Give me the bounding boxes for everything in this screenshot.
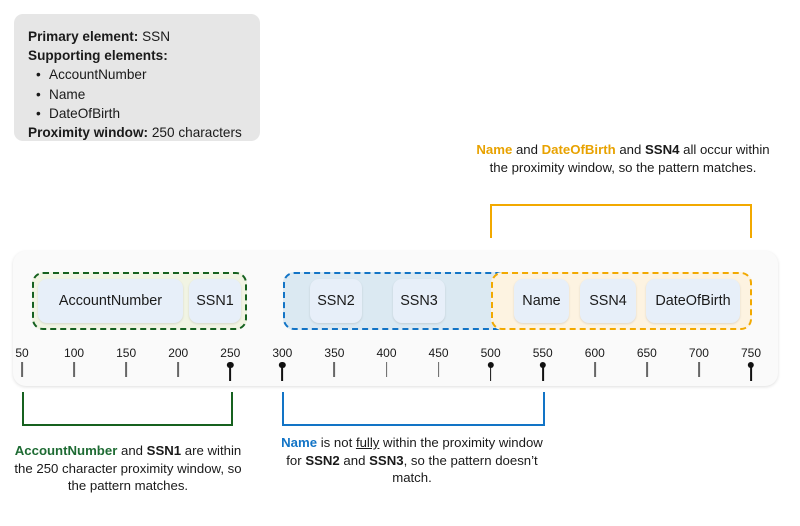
ruler-tick-mark <box>229 367 232 381</box>
ruler-tick-mark <box>73 362 75 377</box>
caption-text: , so the pattern doesn’t match. <box>392 452 538 486</box>
caption-token-name: Name <box>476 142 513 157</box>
caption-text: within the proximity window for <box>286 435 543 468</box>
caption-text: and <box>117 443 147 458</box>
caption-token-ssn2: SSN2 <box>305 452 340 468</box>
token-chip-ssn4[interactable]: SSN4 <box>580 279 636 323</box>
ruler-tick-mark <box>698 362 700 377</box>
ruler-tick-label: 100 <box>64 346 85 360</box>
token-chip-ssn2[interactable]: SSN2 <box>310 279 362 323</box>
ruler-tick-label: 700 <box>688 346 709 360</box>
blue-annotation-caption: Name is not fully within the proximity w… <box>276 434 548 487</box>
ruler-tick-label: 600 <box>584 346 605 360</box>
ruler-tick-label: 450 <box>428 346 449 360</box>
ruler-tick-mark <box>177 362 180 377</box>
token-chip-dateofbirth[interactable]: DateOfBirth <box>646 279 740 323</box>
ruler-tick-label: 400 <box>376 346 397 360</box>
ruler-tick-label: 750 <box>740 346 762 360</box>
caption-text: and <box>615 142 645 157</box>
supporting-elements-label-line: Supporting elements: <box>28 46 246 65</box>
pattern-definition-card: Primary element: SSN Supporting elements… <box>14 14 260 141</box>
ruler-tick-label: 500 <box>480 346 501 360</box>
ruler-tick-label: 150 <box>116 346 137 360</box>
orange-proximity-bracket <box>490 204 752 238</box>
token-timeline-panel: AccountNumber SSN1 SSN2 SSN3 Name SSN4 D… <box>13 251 778 386</box>
orange-annotation-caption: Name and DateOfBirth and SSN4 all occur … <box>470 141 776 176</box>
ruler-tick-dot <box>539 362 546 369</box>
caption-text: is not <box>317 435 356 450</box>
primary-element-line: Primary element: SSN <box>28 27 246 46</box>
proximity-window-label: Proximity window: <box>28 125 149 141</box>
caption-token-name: Name <box>281 435 318 450</box>
supporting-elements-list: AccountNumber Name DateOfBirth <box>28 65 246 123</box>
ruler-tick-dot <box>227 362 234 369</box>
ruler-tick-mark <box>593 362 596 377</box>
list-item: AccountNumber <box>28 65 246 84</box>
proximity-window-value: 250 characters <box>151 125 242 141</box>
list-item: Name <box>28 85 246 104</box>
ruler-tick-dot <box>487 362 494 369</box>
ruler-tick-mark <box>333 362 336 377</box>
ruler-tick-dot <box>279 362 286 369</box>
caption-text: all occur within the proximity window, s… <box>489 142 770 175</box>
green-annotation-caption: AccountNumber and SSN1 are within the 25… <box>8 442 248 495</box>
caption-token-accountnumber: AccountNumber <box>14 443 118 458</box>
blue-proximity-bracket <box>282 392 545 426</box>
ruler-tick-label: 200 <box>168 346 189 360</box>
proximity-window-line: Proximity window: 250 characters <box>28 123 246 142</box>
ruler-tick-dot <box>747 362 755 369</box>
ruler-tick-mark <box>541 367 544 381</box>
supporting-elements-label: Supporting elements: <box>28 48 168 64</box>
ruler-tick-mark <box>21 362 23 377</box>
ruler-tick-mark <box>385 362 388 377</box>
caption-text: and <box>512 142 542 157</box>
caption-emphasis-fully: fully <box>355 435 380 450</box>
green-proximity-bracket <box>22 392 233 426</box>
primary-element-value: SSN <box>142 29 171 44</box>
ruler-tick-mark <box>750 367 752 381</box>
ruler-tick-label: 650 <box>636 346 657 360</box>
character-position-ruler: 50 100 150 200 250 300 350 400 450 500 550 600 650 70… <box>13 346 778 384</box>
primary-element-label: Primary element: <box>28 29 139 44</box>
caption-token-dateofbirth: DateOfBirth <box>541 142 616 157</box>
token-chip-ssn3[interactable]: SSN3 <box>393 279 445 323</box>
token-chip-ssn1[interactable]: SSN1 <box>189 279 241 323</box>
caption-token-ssn4: SSN4 <box>645 142 680 157</box>
ruler-tick-label: 250 <box>220 346 241 360</box>
ruler-tick-mark <box>125 362 128 377</box>
ruler-tick-mark <box>437 362 440 377</box>
ruler-tick-mark <box>281 367 284 381</box>
ruler-tick-label: 550 <box>532 346 553 360</box>
caption-token-ssn3: SSN3 <box>369 452 404 468</box>
list-item: DateOfBirth <box>28 104 246 123</box>
ruler-tick-label: 300 <box>272 346 293 360</box>
ruler-tick-mark <box>645 362 648 377</box>
caption-text: are within the 250 character proximity w… <box>14 443 242 494</box>
token-chip-accountnumber[interactable]: AccountNumber <box>38 279 183 323</box>
ruler-tick-label: 350 <box>324 346 345 360</box>
token-chip-name[interactable]: Name <box>514 279 569 323</box>
ruler-tick-mark <box>489 367 492 381</box>
ruler-tick-label: 50 <box>15 346 29 360</box>
caption-text: and <box>339 452 370 468</box>
caption-token-ssn1: SSN1 <box>146 443 182 458</box>
